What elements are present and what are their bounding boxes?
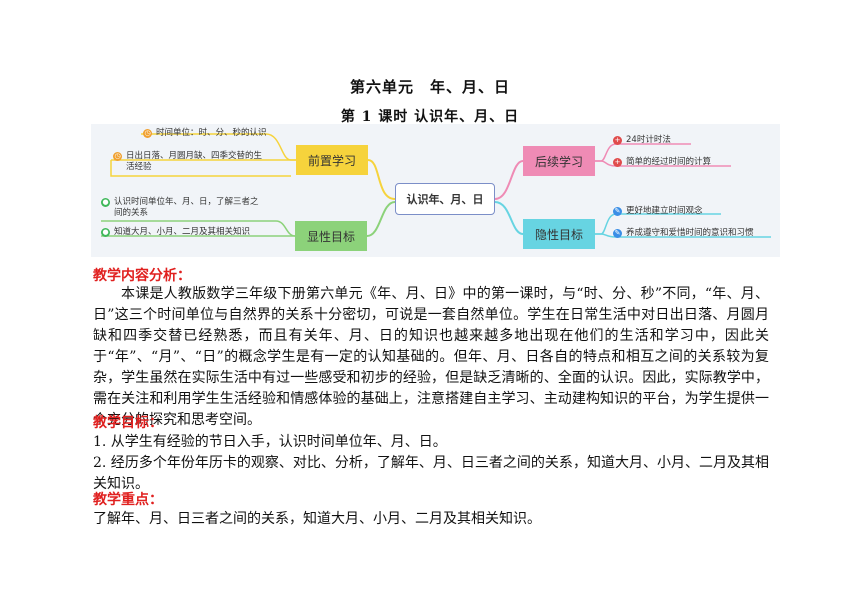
plus-icon: + xyxy=(613,158,622,167)
person-icon: ● xyxy=(101,198,110,207)
analysis-heading: 教学内容分析： xyxy=(93,268,191,284)
branch-follow-up-learning: 后续学习 xyxy=(523,146,595,176)
lesson-title: 第 1 课时 认识年、月、日 xyxy=(340,109,520,125)
mind-map: 认识年、月、日 前置学习 显性目标 后续学习 隐性目标 ◷ 时间单位：时、分、秒… xyxy=(91,124,780,257)
key-points-heading: 教学重点： xyxy=(93,492,163,508)
goal-item-2: 2. 经历多个年份年历卡的观察、对比、分析，了解年、月、日三者之间的关系，知道大… xyxy=(93,455,769,492)
clock-icon: ◷ xyxy=(113,152,122,161)
goals-heading: 教学目标： xyxy=(93,415,163,431)
leaf-visible-1: ● 认识时间单位年、月、日，了解三者之 间的关系 xyxy=(101,197,259,218)
leaf-follow-1: + 24时计时法 xyxy=(613,135,671,145)
branch-explicit-goals: 显性目标 xyxy=(295,221,367,251)
plus-icon: + xyxy=(613,136,622,145)
leaf-hidden-2: ✎ 养成遵守和爱惜时间的意识和习惯 xyxy=(613,228,754,238)
pencil-icon: ✎ xyxy=(613,207,622,216)
leaf-prior-1: ◷ 时间单位：时、分、秒的认识 xyxy=(143,128,267,138)
person-icon: ● xyxy=(101,228,110,237)
clock-icon: ◷ xyxy=(143,129,152,138)
central-topic: 认识年、月、日 xyxy=(395,183,495,215)
leaf-visible-2: ● 知道大月、小月、二月及其相关知识 xyxy=(101,227,251,237)
leaf-hidden-1: ✎ 更好地建立时间观念 xyxy=(613,206,703,216)
pencil-icon: ✎ xyxy=(613,229,622,238)
unit-title: 第六单元 年、月、日 xyxy=(349,78,510,96)
branch-prior-learning: 前置学习 xyxy=(296,145,368,175)
analysis-paragraph: 本课是人教版数学三年级下册第六单元《年、月、日》中的第一课时，与“时、分、秒”不… xyxy=(93,286,769,428)
branch-implicit-goals: 隐性目标 xyxy=(523,219,595,249)
goal-item-1: 1. 从学生有经验的节日入手，认识时间单位年、月、日。 xyxy=(93,434,447,450)
leaf-prior-2: ◷ 日出日落、月圆月缺、四季交替的生 活经验 xyxy=(113,151,263,172)
leaf-follow-2: + 简单的经过时间的计算 xyxy=(613,157,712,167)
key-points-text: 了解年、月、日三者之间的关系，知道大月、小月、二月及其相关知识。 xyxy=(93,511,541,527)
